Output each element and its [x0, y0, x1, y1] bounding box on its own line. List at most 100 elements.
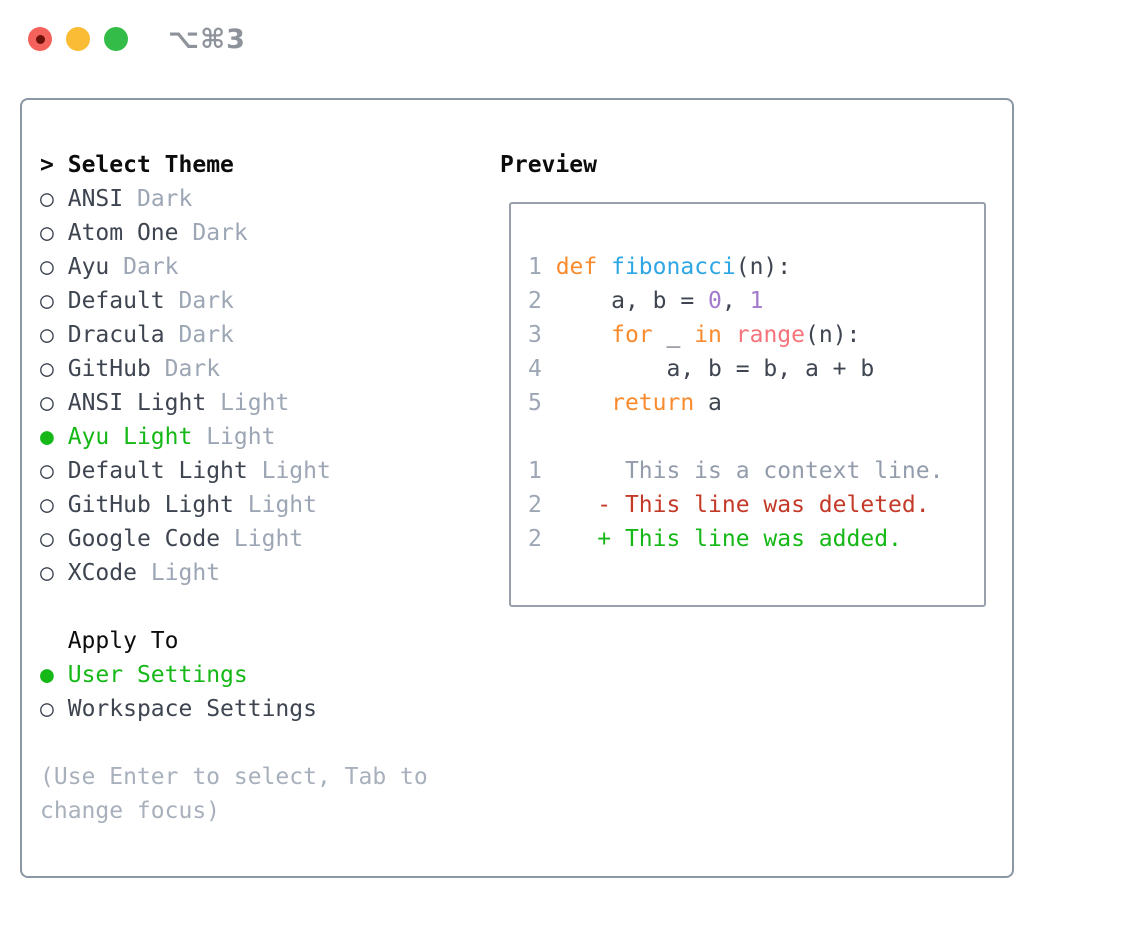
minimize-button[interactable]: [66, 27, 90, 51]
radio-icon: ○: [40, 696, 54, 722]
theme-name: GitHub Light: [67, 492, 234, 518]
theme-option[interactable]: ○ ANSI Light Light: [40, 386, 428, 420]
theme-variant-badge: Light: [220, 390, 290, 416]
code-token: range: [735, 322, 805, 348]
theme-picker-panel: > Select Theme○ ANSI Dark○ Atom One Dark…: [20, 98, 1014, 878]
theme-option[interactable]: ● Ayu Light Light: [40, 420, 428, 454]
help-text-line: change focus): [40, 794, 428, 828]
code-token: for: [611, 322, 653, 348]
code-line: 1 This is a context line.: [528, 454, 984, 488]
code-line: 2 + This line was added.: [528, 522, 984, 556]
spacer: [40, 590, 428, 624]
theme-list-title: Select Theme: [67, 152, 234, 178]
radio-icon: ○: [40, 322, 54, 348]
code-token: 1: [528, 458, 542, 484]
theme-option[interactable]: ○ Atom One Dark: [40, 216, 428, 250]
theme-name: Google Code: [67, 526, 221, 552]
theme-option[interactable]: ○ GitHub Dark: [40, 352, 428, 386]
code-token: 1: [749, 288, 764, 314]
theme-option[interactable]: ○ XCode Light: [40, 556, 428, 590]
theme-name: Ayu Light: [67, 424, 193, 450]
code-token: _: [652, 322, 695, 348]
theme-variant-badge: Dark: [178, 288, 234, 314]
zoom-button[interactable]: [104, 27, 128, 51]
radio-icon: ○: [40, 492, 54, 518]
code-token: [722, 322, 736, 348]
selection-cursor: >: [40, 152, 54, 178]
left-column: > Select Theme○ ANSI Dark○ Atom One Dark…: [40, 148, 428, 828]
apply-to-header: Apply To: [40, 624, 428, 658]
theme-name: ANSI: [67, 186, 124, 212]
code-token: a, b =: [555, 288, 709, 314]
code-token: + This line was added.: [541, 526, 902, 552]
code-token: def: [555, 254, 598, 280]
code-line: 4 a, b = b, a + b: [528, 352, 984, 386]
theme-name: GitHub: [67, 356, 151, 382]
apply-to-title: Apply To: [67, 628, 179, 654]
code-line: 3 for _ in range(n):: [528, 318, 984, 352]
theme-variant-badge: Dark: [123, 254, 179, 280]
radio-icon: ○: [40, 288, 54, 314]
code-token: [556, 390, 611, 416]
theme-name: ANSI Light: [67, 390, 207, 416]
close-button[interactable]: [28, 27, 52, 51]
window-title-shortcut: ⌥⌘3: [168, 23, 246, 55]
code-token: a, b = b, a + b: [555, 356, 875, 382]
theme-variant-badge: Dark: [178, 322, 234, 348]
theme-variant-badge: Dark: [136, 186, 193, 212]
theme-name: Default Light: [67, 458, 248, 484]
radio-icon: ○: [40, 220, 54, 246]
code-line: [528, 420, 984, 454]
theme-option[interactable]: ○ Google Code Light: [40, 522, 428, 556]
code-token: 2: [528, 288, 556, 314]
spacer: [40, 726, 428, 760]
theme-option[interactable]: ○ Default Light Light: [40, 454, 428, 488]
close-icon: [35, 34, 45, 44]
radio-icon: ○: [40, 254, 54, 280]
theme-option[interactable]: ○ Ayu Dark: [40, 250, 428, 284]
radio-icon: ○: [40, 526, 54, 552]
code-token: ,: [721, 288, 750, 314]
code-token: 4: [528, 356, 556, 382]
apply-to-label: Workspace Settings: [67, 696, 317, 722]
radio-icon: ○: [40, 390, 54, 416]
theme-variant-badge: Light: [247, 492, 317, 518]
theme-list-header: > Select Theme: [40, 148, 428, 182]
theme-option[interactable]: ○ ANSI Dark: [40, 182, 428, 216]
theme-name: Default: [67, 288, 165, 314]
theme-variant-badge: Light: [233, 526, 304, 552]
preview-title: Preview: [500, 152, 597, 178]
apply-to-option[interactable]: ○ Workspace Settings: [40, 692, 428, 726]
code-token: fibonacci: [611, 254, 736, 280]
radio-selected-icon: ●: [40, 424, 54, 450]
window-titlebar: ⌥⌘3: [0, 0, 1140, 78]
code-token: - This line was deleted.: [541, 492, 930, 518]
code-line: 2 a, b = 0, 1: [528, 284, 984, 318]
code-token: 1: [528, 254, 556, 280]
apply-to-option[interactable]: ● User Settings: [40, 658, 428, 692]
theme-name: Dracula: [67, 322, 165, 348]
code-line: 2 - This line was deleted.: [528, 488, 984, 522]
theme-variant-badge: Dark: [192, 220, 248, 246]
theme-variant-badge: Dark: [164, 356, 221, 382]
radio-icon: ○: [40, 560, 54, 586]
code-token: (n):: [805, 322, 861, 348]
radio-icon: ○: [40, 356, 54, 382]
theme-name: XCode: [67, 560, 137, 586]
theme-option[interactable]: ○ GitHub Light Light: [40, 488, 428, 522]
theme-option[interactable]: ○ Dracula Dark: [40, 318, 428, 352]
code-token: 2: [528, 492, 542, 518]
theme-option[interactable]: ○ Default Dark: [40, 284, 428, 318]
radio-icon: ○: [40, 458, 54, 484]
code-token: 2: [528, 526, 542, 552]
radio-icon: ○: [40, 186, 54, 212]
code-token: This is a context line.: [541, 458, 944, 484]
code-token: [556, 322, 611, 348]
code-token: 0: [708, 288, 722, 314]
code-token: 3: [528, 322, 556, 348]
apply-to-label: User Settings: [67, 662, 248, 688]
code-token: 5: [528, 390, 556, 416]
theme-variant-badge: Light: [206, 424, 276, 450]
code-token: in: [694, 322, 722, 348]
